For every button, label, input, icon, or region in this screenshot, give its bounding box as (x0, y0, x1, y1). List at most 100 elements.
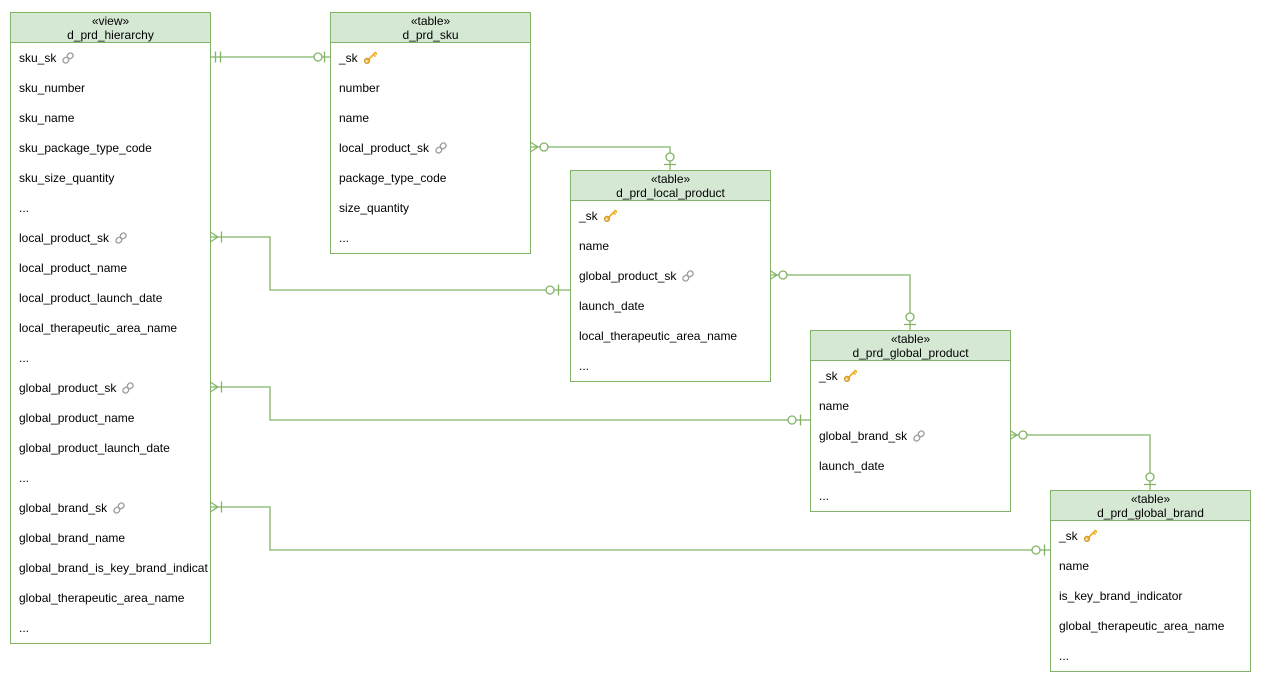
field-ellipsis[interactable]: ... (1051, 641, 1250, 671)
field-name[interactable]: name (331, 103, 530, 133)
field-_sk[interactable]: _sk (331, 43, 530, 73)
field-size_quantity[interactable]: size_quantity (331, 193, 530, 223)
link-icon (114, 231, 128, 245)
field-label: ... (19, 351, 30, 365)
field-sku_size_quantity[interactable]: sku_size_quantity (11, 163, 210, 193)
entity-header[interactable]: «view» d_prd_hierarchy (11, 13, 210, 43)
field-label: local_product_name (19, 261, 128, 275)
field-label: global_product_launch_date (19, 441, 170, 455)
field-name[interactable]: name (811, 391, 1010, 421)
relationship-hierarchy-local-product[interactable] (210, 231, 570, 296)
field-local_product_sk[interactable]: local_product_sk (11, 223, 210, 253)
zero-marker (778, 270, 788, 280)
entity-stereotype: «table» (1130, 491, 1171, 506)
zero-marker (665, 152, 675, 162)
entity-header[interactable]: «table» d_prd_global_product (811, 331, 1010, 361)
field-ellipsis[interactable]: ... (11, 613, 210, 643)
entity-header[interactable]: «table» d_prd_local_product (571, 171, 770, 201)
field-sku_name[interactable]: sku_name (11, 103, 210, 133)
field-name[interactable]: name (571, 231, 770, 261)
field-sku_sk[interactable]: sku_sk (11, 43, 210, 73)
connector-wire (211, 506, 1050, 551)
field-label: _sk (579, 209, 598, 223)
field-label: name (339, 111, 370, 125)
field-global_brand_name[interactable]: global_brand_name (11, 523, 210, 553)
field-label: sku_package_type_code (19, 141, 152, 155)
field-global_product_sk[interactable]: global_product_sk (571, 261, 770, 291)
field-launch_date[interactable]: launch_date (811, 451, 1010, 481)
field-label: ... (19, 471, 30, 485)
field-global_product_sk[interactable]: global_product_sk (11, 373, 210, 403)
zero-marker (539, 142, 549, 152)
field-label: global_brand_sk (819, 429, 908, 443)
zero-marker (787, 415, 797, 425)
field-global_brand_sk[interactable]: global_brand_sk (11, 493, 210, 523)
field-global_brand_is_key_brand_indicat[interactable]: global_brand_is_key_brand_indicat (11, 553, 210, 583)
field-ellipsis[interactable]: ... (11, 193, 210, 223)
field-global_brand_sk[interactable]: global_brand_sk (811, 421, 1010, 451)
field-label: package_type_code (339, 171, 447, 185)
entity-name: d_prd_local_product (616, 185, 725, 200)
field-global_therapeutic_area_name[interactable]: global_therapeutic_area_name (1051, 611, 1250, 641)
field-label: sku_sk (19, 51, 57, 65)
field-is_key_brand_indicator[interactable]: is_key_brand_indicator (1051, 581, 1250, 611)
field-local_therapeutic_area_name[interactable]: local_therapeutic_area_name (571, 321, 770, 351)
entity-stereotype: «view» (91, 13, 130, 28)
key-icon (1083, 529, 1097, 543)
link-icon (912, 429, 926, 443)
field-number[interactable]: number (331, 73, 530, 103)
relationship-global-product-global-brand[interactable] (1009, 429, 1156, 491)
field-launch_date[interactable]: launch_date (571, 291, 770, 321)
field-ellipsis[interactable]: ... (331, 223, 530, 253)
field-ellipsis[interactable]: ... (11, 463, 210, 493)
entity-stereotype: «table» (650, 171, 691, 186)
field-ellipsis[interactable]: ... (571, 351, 770, 381)
field-ellipsis[interactable]: ... (811, 481, 1010, 511)
entity-header[interactable]: «table» d_prd_global_brand (1051, 491, 1250, 521)
field-label: size_quantity (339, 201, 410, 215)
field-ellipsis[interactable]: ... (11, 343, 210, 373)
field-label: _sk (339, 51, 358, 65)
field-package_type_code[interactable]: package_type_code (331, 163, 530, 193)
entity-name: d_prd_sku (402, 27, 459, 42)
field-label: local_therapeutic_area_name (19, 321, 178, 335)
field-global_product_launch_date[interactable]: global_product_launch_date (11, 433, 210, 463)
field-local_therapeutic_area_name[interactable]: local_therapeutic_area_name (11, 313, 210, 343)
entity-field-list: sku_sk sku_number sku_name sku_package_type… (11, 43, 210, 643)
field-local_product_sk[interactable]: local_product_sk (331, 133, 530, 163)
entity-stereotype: «table» (890, 331, 931, 346)
field-sku_package_type_code[interactable]: sku_package_type_code (11, 133, 210, 163)
field-global_product_name[interactable]: global_product_name (11, 403, 210, 433)
field-local_product_launch_date[interactable]: local_product_launch_date (11, 283, 210, 313)
field-sku_number[interactable]: sku_number (11, 73, 210, 103)
field-local_product_name[interactable]: local_product_name (11, 253, 210, 283)
relationship-hierarchy-sku[interactable] (211, 51, 330, 63)
field-label: launch_date (579, 299, 645, 313)
relationship-hierarchy-global-product[interactable] (210, 381, 810, 426)
field-label: global_product_sk (579, 269, 677, 283)
field-_sk[interactable]: _sk (811, 361, 1010, 391)
field-label: local_therapeutic_area_name (579, 329, 738, 343)
field-_sk[interactable]: _sk (1051, 521, 1250, 551)
field-_sk[interactable]: _sk (571, 201, 770, 231)
field-name[interactable]: name (1051, 551, 1250, 581)
entity-header[interactable]: «table» d_prd_sku (331, 13, 530, 43)
relationship-hierarchy-global-brand[interactable] (210, 501, 1050, 556)
relationship-sku-local-product[interactable] (530, 141, 676, 171)
link-icon (681, 269, 695, 283)
field-label: global_therapeutic_area_name (19, 591, 185, 605)
field-label: sku_name (19, 111, 75, 125)
link-icon (61, 51, 75, 65)
field-global_therapeutic_area_name[interactable]: global_therapeutic_area_name (11, 583, 210, 613)
relationship-local-product-global-product[interactable] (769, 269, 916, 331)
entity-name: d_prd_global_product (852, 345, 969, 360)
